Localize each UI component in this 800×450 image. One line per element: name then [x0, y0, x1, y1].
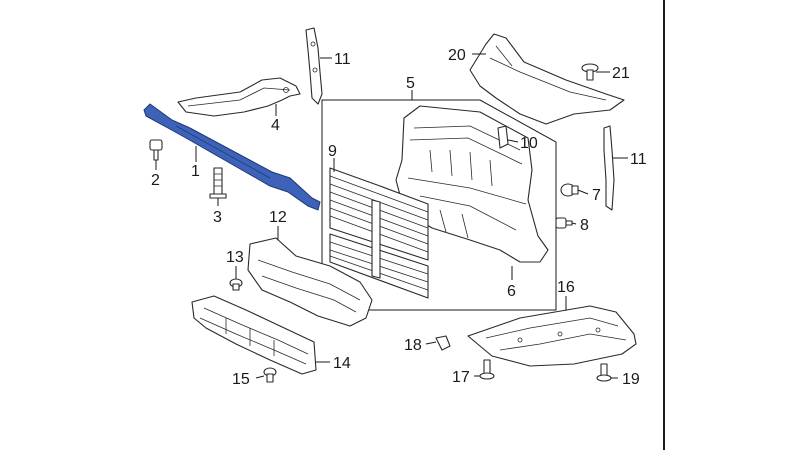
part-5-radiator-support[interactable] — [395, 105, 549, 263]
callout-19: 19 — [622, 371, 640, 388]
part-19-fastener[interactable] — [596, 363, 612, 382]
callout-8: 8 — [580, 217, 589, 234]
part-11-left-bracket[interactable] — [305, 27, 323, 105]
callout-20: 20 — [448, 47, 466, 64]
part-18-clip[interactable] — [435, 335, 451, 351]
callout-12: 12 — [269, 209, 287, 226]
part-1-upper-tie-bar[interactable] — [143, 103, 321, 211]
part-20-upper-cover[interactable] — [469, 33, 625, 125]
callout-7: 7 — [592, 187, 601, 204]
callout-15: 15 — [232, 371, 250, 388]
callout-18: 18 — [404, 337, 422, 354]
part-13-push-pin[interactable] — [229, 278, 243, 291]
callout-5: 5 — [406, 75, 415, 92]
part-8-bolt[interactable] — [555, 217, 573, 229]
callout-3: 3 — [213, 209, 222, 226]
callout-17: 17 — [452, 369, 470, 386]
callout-16: 16 — [557, 279, 575, 296]
part-14-lower-deflector[interactable] — [191, 295, 317, 375]
callout-2: 2 — [151, 172, 160, 189]
callout-14: 14 — [333, 355, 351, 372]
callout-labels: 1 2 3 4 5 6 7 8 9 10 11 11 12 13 14 15 1… — [151, 47, 647, 388]
callout-11-right: 11 — [630, 151, 647, 168]
part-21-push-pin[interactable] — [581, 63, 599, 81]
part-7-grommet[interactable] — [560, 183, 579, 197]
part-16-splash-shield[interactable] — [467, 305, 637, 367]
callout-10: 10 — [520, 135, 538, 152]
part-4-bracket[interactable] — [177, 77, 301, 117]
callout-6: 6 — [507, 283, 516, 300]
callout-4: 4 — [271, 117, 280, 134]
callout-1: 1 — [191, 163, 200, 180]
part-17-fastener[interactable] — [479, 359, 495, 380]
part-2-bolt[interactable] — [149, 139, 163, 161]
part-9-grille-shutter[interactable] — [329, 167, 429, 299]
part-11-right-bracket[interactable] — [603, 125, 615, 211]
part-15-push-pin[interactable] — [263, 367, 277, 383]
part-10-clip[interactable] — [497, 125, 509, 149]
leader-lines — [155, 53, 628, 379]
callout-11-left: 11 — [334, 51, 351, 68]
callout-13: 13 — [226, 249, 244, 266]
part-12-air-deflector[interactable] — [247, 237, 373, 327]
callout-21: 21 — [612, 65, 630, 82]
part-3-stud[interactable] — [209, 167, 227, 199]
callout-9: 9 — [328, 143, 337, 160]
